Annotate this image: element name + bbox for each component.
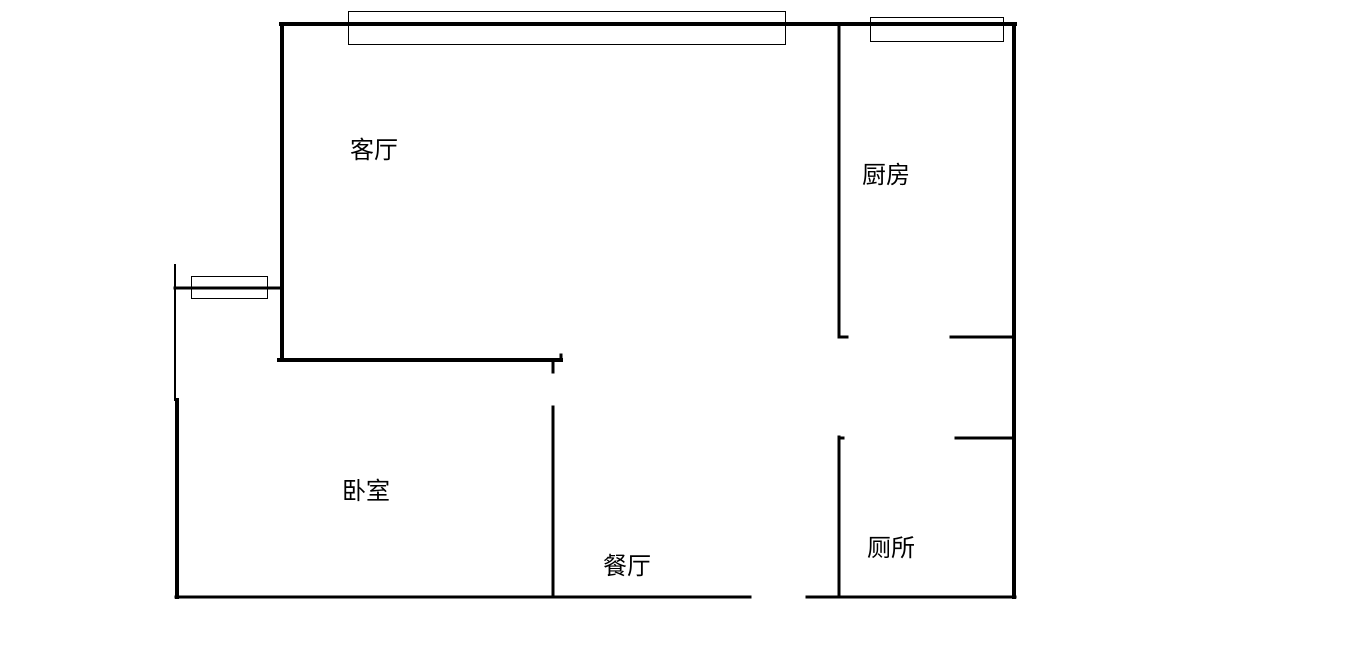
balcony-window xyxy=(191,276,268,299)
toilet-label: 厕所 xyxy=(867,534,915,562)
bedroom-label: 卧室 xyxy=(342,477,390,505)
kitchen-label: 厨房 xyxy=(862,161,910,189)
kitchen-window xyxy=(870,17,1004,42)
living-room-label: 客厅 xyxy=(350,136,398,164)
dining-room-label: 餐厅 xyxy=(603,552,651,580)
living-room-window xyxy=(348,11,786,45)
